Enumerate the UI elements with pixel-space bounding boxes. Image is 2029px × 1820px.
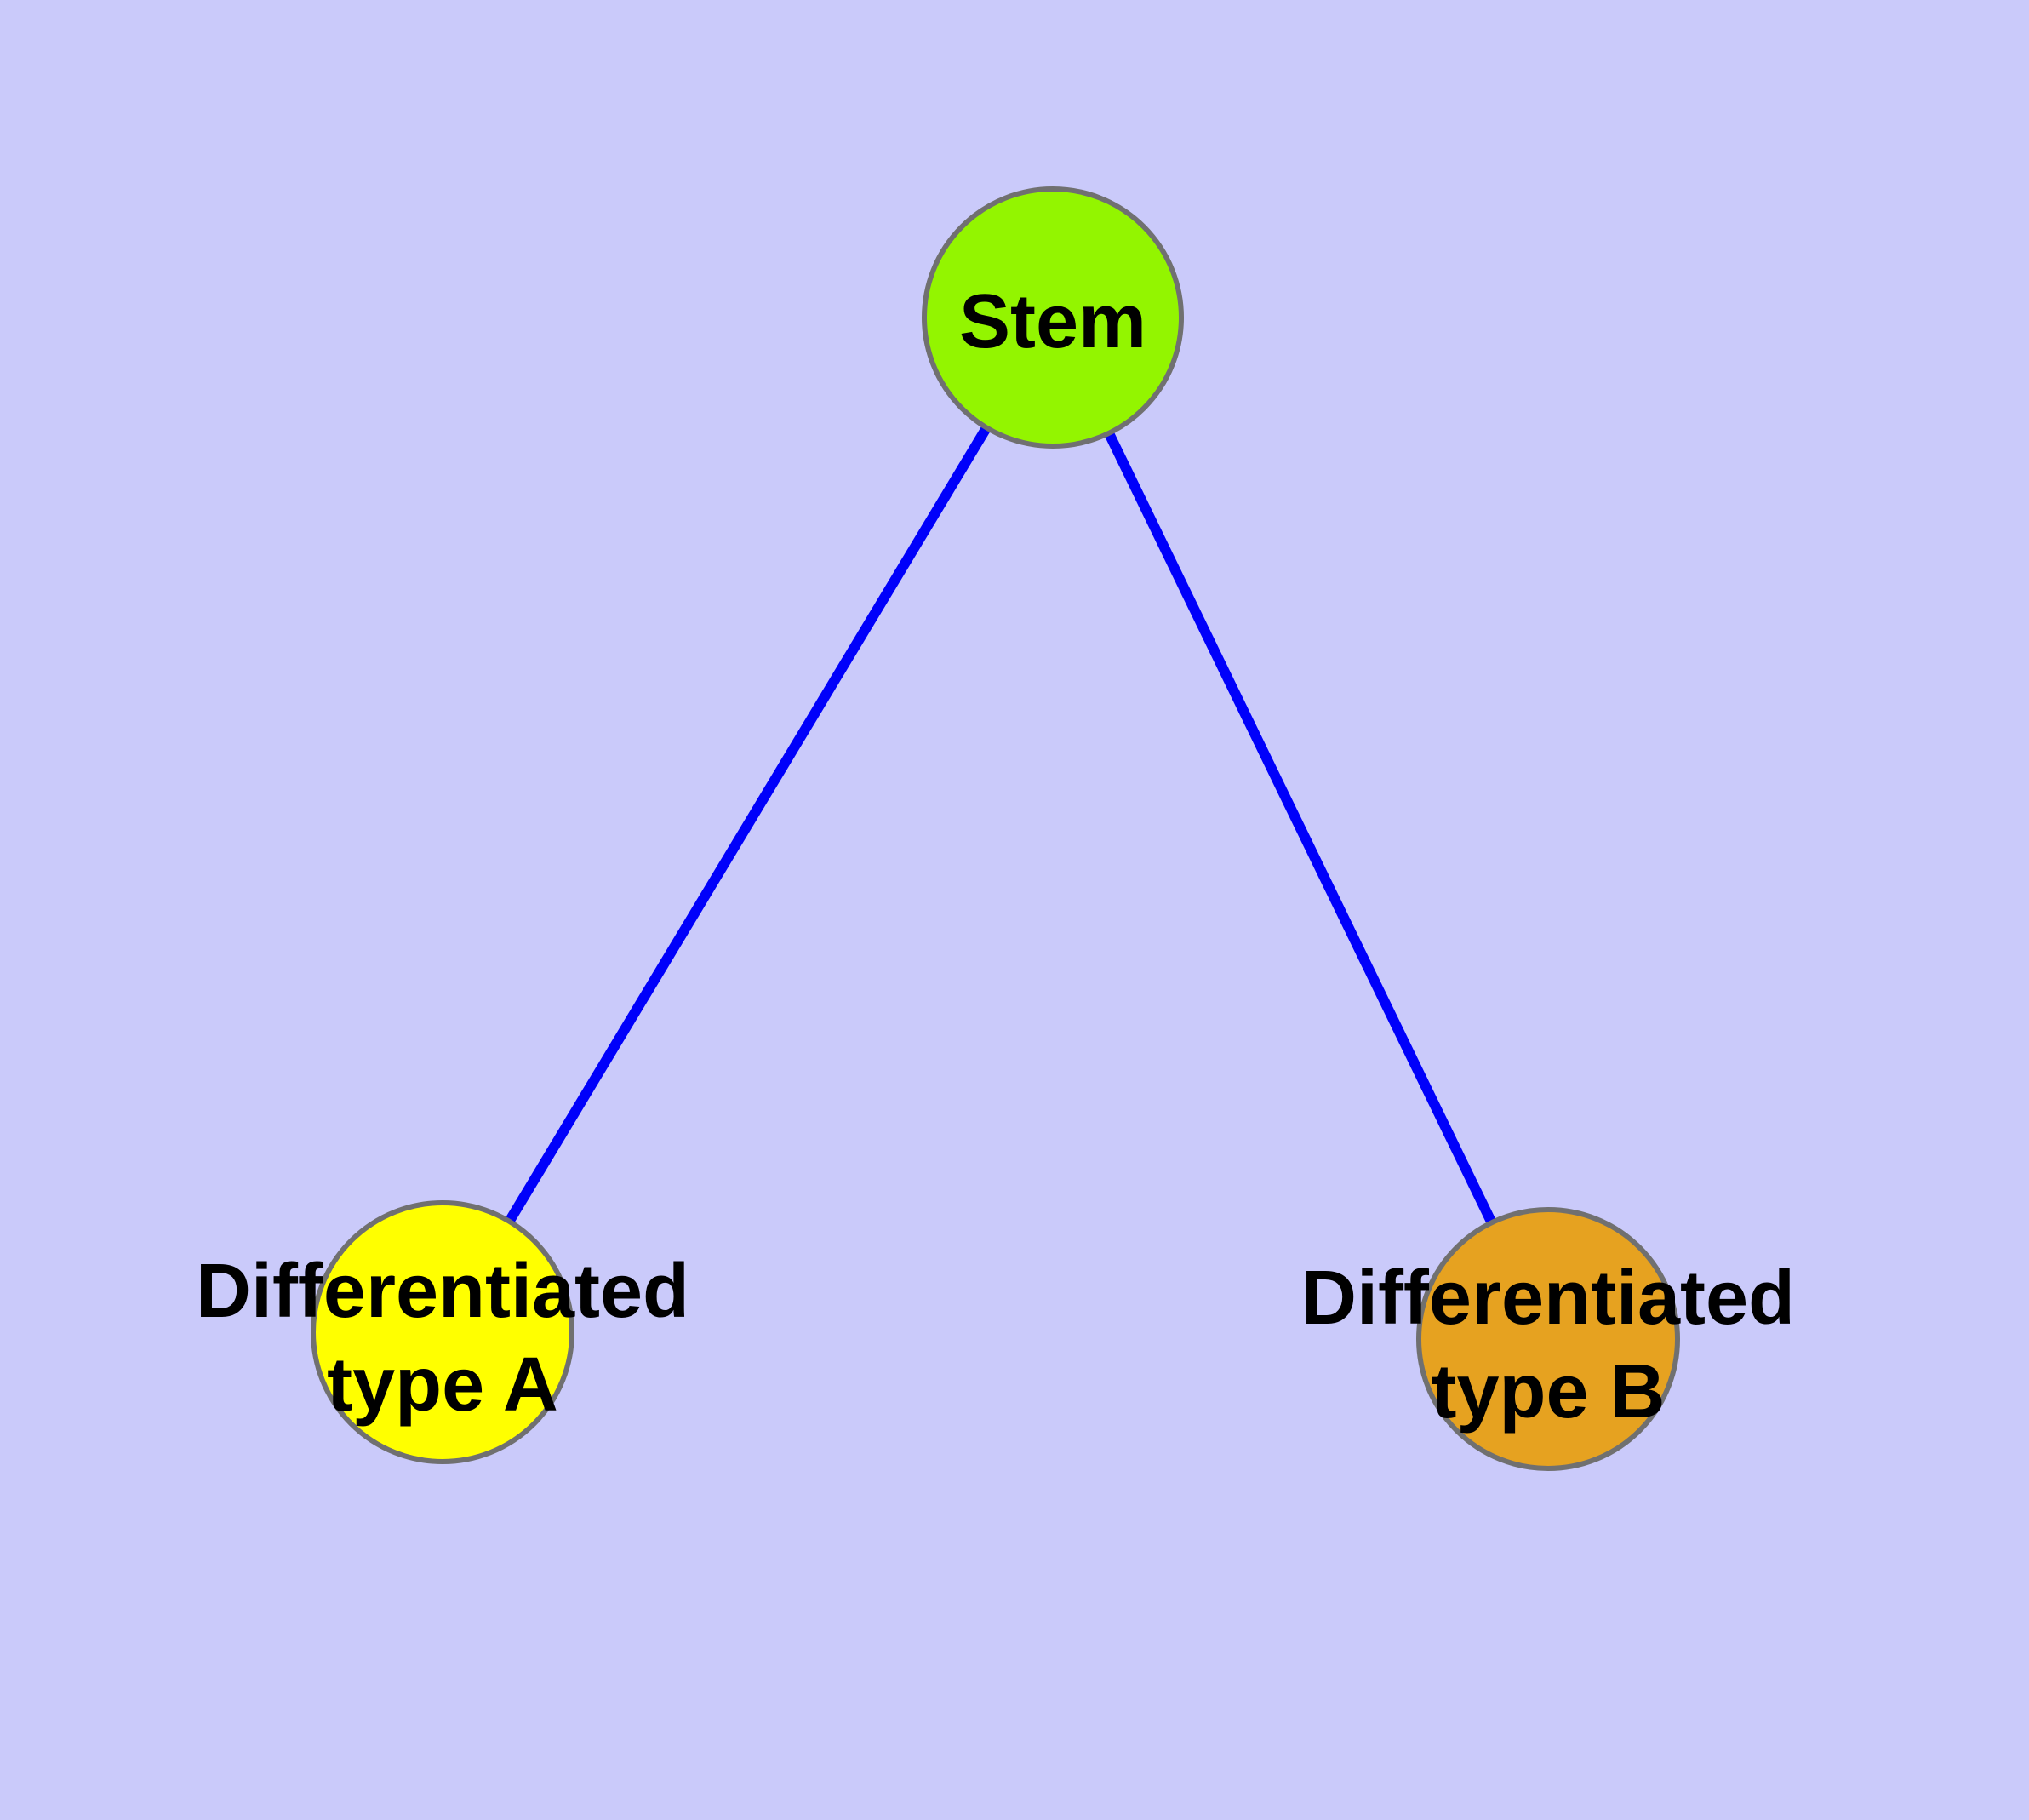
node-stem (922, 186, 1184, 449)
nodes-layer (311, 186, 1680, 1471)
node-typeB (1416, 1207, 1680, 1471)
node-label-stem: Stem (959, 279, 1146, 364)
node-typeA (311, 1200, 574, 1464)
edge-stem-typeA (437, 314, 1058, 1336)
edge-stem-typeB (1048, 315, 1553, 1342)
edges-layer (437, 314, 1553, 1342)
